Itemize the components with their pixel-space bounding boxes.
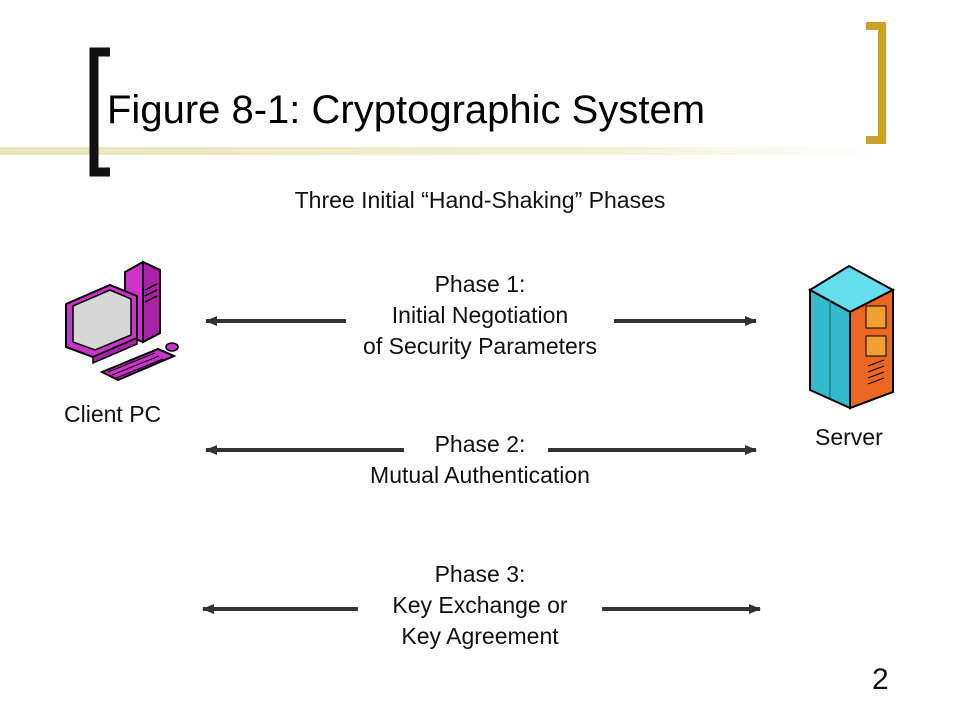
phase-3-line-3: Key Agreement <box>401 623 559 649</box>
phase-2-line-2: Mutual Authentication <box>370 462 590 488</box>
slide-title: Figure 8-1: Cryptographic System <box>107 88 706 132</box>
phase-3-line-1: Phase 3: <box>434 561 526 587</box>
phase-2-line-1: Phase 2: <box>434 431 526 457</box>
phase-1-line-2: Initial Negotiation <box>391 302 569 328</box>
title-rule <box>0 147 880 155</box>
slide-subtitle: Three Initial “Hand-Shaking” Phases <box>294 187 666 213</box>
phase-1-label: Phase 1: Initial Negotiation of Security… <box>320 269 640 362</box>
server-label: Server <box>815 424 883 450</box>
client-pc-label: Client PC <box>64 401 162 427</box>
right-bracket <box>866 22 886 144</box>
phase-3-label: Phase 3: Key Exchange or Key Agreement <box>320 559 640 652</box>
left-bracket <box>89 47 110 177</box>
page-number: 2 <box>872 663 889 696</box>
phase-1-line-3: of Security Parameters <box>363 333 597 359</box>
server-tower-icon <box>808 264 896 410</box>
desktop-computer-icon <box>65 260 179 382</box>
phase-1-line-1: Phase 1: <box>434 271 526 297</box>
phase-3-line-2: Key Exchange or <box>392 592 568 618</box>
phase-2-label: Phase 2: Mutual Authentication <box>320 429 640 491</box>
